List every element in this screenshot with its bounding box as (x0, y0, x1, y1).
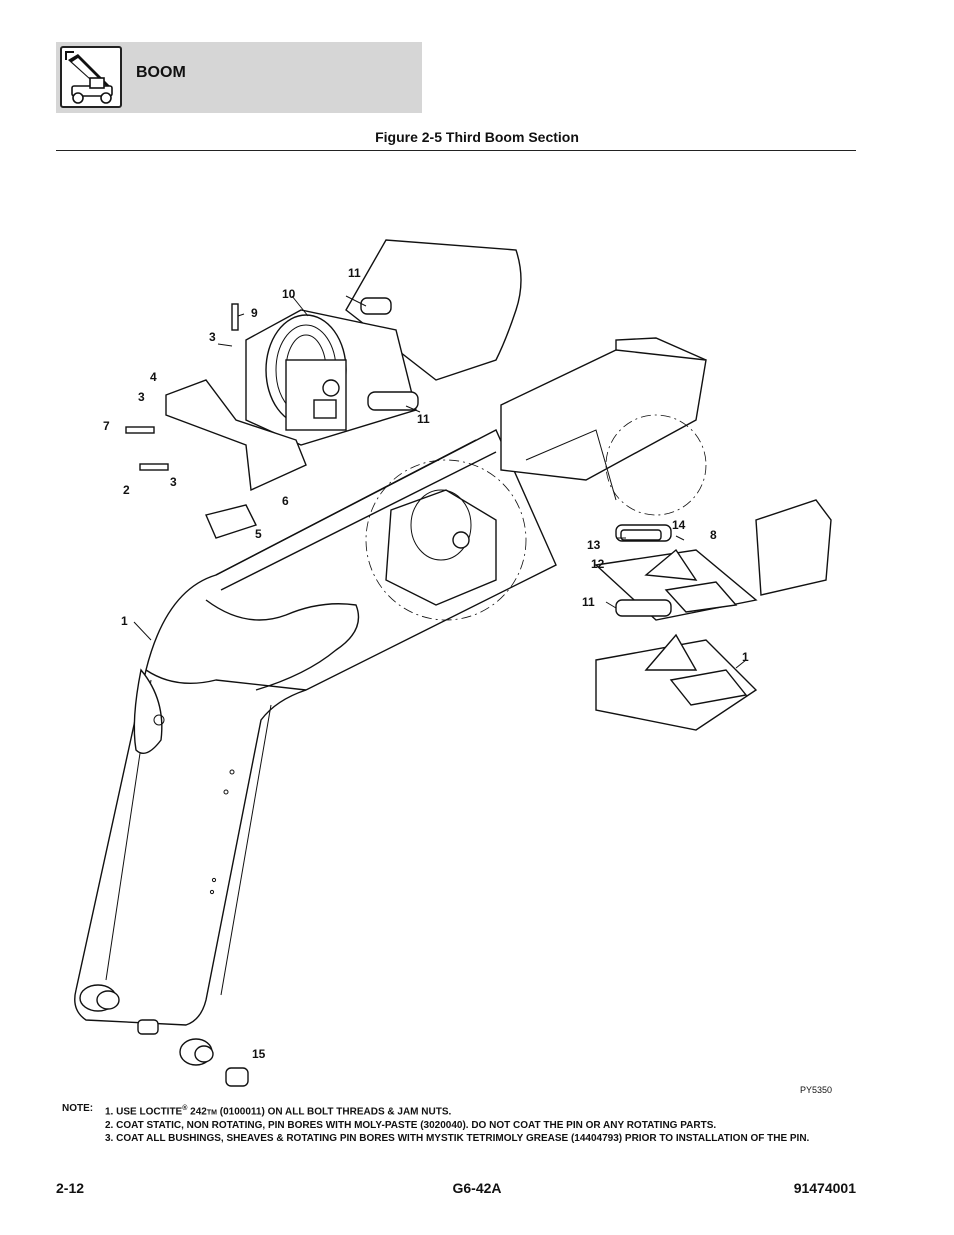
callout-14: 14 (672, 518, 686, 532)
callout-6: 6 (282, 494, 289, 508)
boom-pin-right (225, 1067, 249, 1087)
callout-1: 1 (121, 614, 128, 628)
callout-11: 11 (348, 266, 361, 280)
drawing-id: PY5350 (800, 1085, 832, 1095)
figure-title: Figure 2-5 Third Boom Section (375, 129, 579, 145)
chain-anchor-detail (594, 524, 758, 621)
callout-4: 4 (150, 370, 157, 384)
section-header: BOOM (56, 42, 422, 113)
boom-exploded-drawing: 1 1 2 3 3 3 4 5 6 7 8 9 10 11 11 11 12 1… (74, 239, 832, 1095)
telehandler-boom-icon (60, 46, 122, 108)
callout-12: 12 (591, 557, 605, 571)
note-3: 3. COAT ALL BUSHINGS, SHEAVES & ROTATING… (105, 1133, 810, 1145)
callout-5: 5 (255, 527, 262, 541)
callout-3: 3 (209, 330, 216, 344)
callout-11: 11 (417, 412, 430, 426)
callout-2: 2 (123, 483, 130, 497)
section-title: BOOM (136, 64, 186, 81)
callout-3: 3 (170, 475, 177, 489)
detail-circle-sheave (365, 459, 527, 621)
leaf-chain-upper (360, 297, 419, 411)
callout-13: 13 (587, 538, 601, 552)
callout-9: 9 (251, 306, 258, 320)
callout-1: 1 (742, 650, 749, 664)
mounting-bracket (125, 303, 307, 539)
wear-pad (755, 499, 832, 596)
upper-boom-section (345, 239, 522, 381)
chain-anchor-block (595, 633, 758, 731)
document-number: 91474001 (793, 1180, 856, 1196)
note-2: 2. COAT STATIC, NON ROTATING, PIN BORES … (105, 1120, 717, 1132)
boom-pin-left (137, 1019, 159, 1035)
note-1: 1. USE LOCTITE® 242TM (0100011) ON ALL B… (105, 1105, 452, 1118)
header-divider (56, 150, 856, 151)
sheave-assembly (245, 309, 417, 446)
notes-label: NOTE: (62, 1103, 94, 1114)
callout-15: 15 (252, 1047, 266, 1061)
callout-7: 7 (103, 419, 110, 433)
sheave-detail (385, 489, 497, 606)
callout-3: 3 (138, 390, 145, 404)
chain-pin (620, 529, 662, 541)
callout-10: 10 (282, 287, 296, 301)
detail-circle-anchor (605, 414, 707, 516)
page-number: 2-12 (56, 1180, 85, 1196)
model-number: G6-42A (452, 1180, 502, 1196)
fourth-boom-section (500, 337, 707, 501)
notes-list: 1. USE LOCTITE® 242TM (0100011) ON ALL B… (105, 1102, 850, 1145)
callout-11: 11 (582, 595, 595, 609)
callout-8: 8 (710, 528, 717, 542)
